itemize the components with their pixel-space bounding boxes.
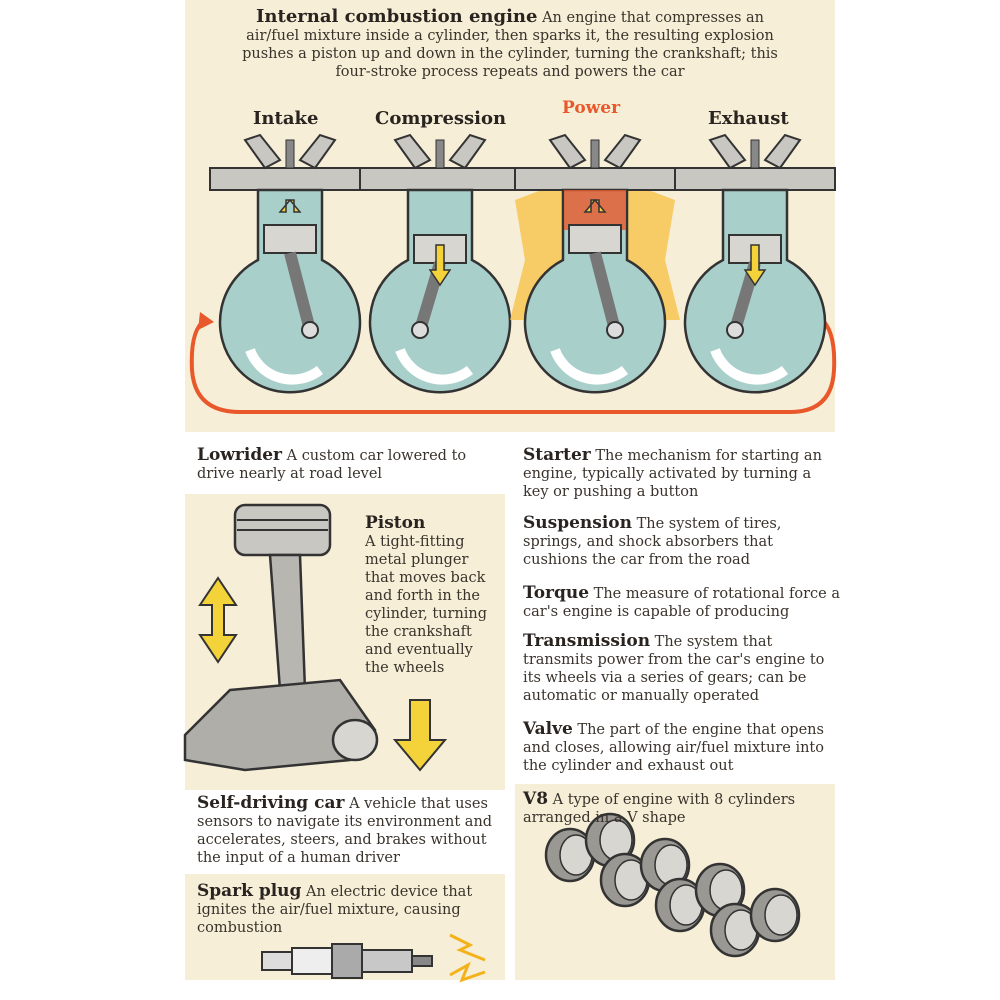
term: Self-driving car <box>197 793 345 813</box>
term: Valve <box>523 719 573 739</box>
glossary-starter: Starter The mechanism for starting an en… <box>523 446 823 501</box>
v8-piston-icon <box>749 887 801 943</box>
definition: The mechanism for starting an engine, ty… <box>523 448 822 500</box>
term: Torque <box>523 583 590 603</box>
term: Starter <box>523 445 591 465</box>
term: Lowrider <box>197 445 282 465</box>
cylinder-compression <box>359 133 521 394</box>
definition: The part of the engine that opens and cl… <box>523 722 824 774</box>
definition: A type of engine with 8 cylinders arrang… <box>523 792 796 826</box>
definition: A vehicle that uses sensors to navigate … <box>197 796 493 866</box>
glossary-suspension: Suspension The system of tires, springs,… <box>523 514 813 569</box>
glossary-torque: Torque The measure of rotational force a… <box>523 584 843 621</box>
glossary-v8: V8 A type of engine with 8 cylinders arr… <box>523 790 823 827</box>
glossary-transmission: Transmission The system that transmits p… <box>523 632 843 705</box>
piston-illustration <box>183 503 448 772</box>
definition: A tight-fitting metal plunger that moves… <box>365 534 488 676</box>
term: Spark plug <box>197 881 302 901</box>
term: V8 <box>523 789 549 809</box>
v8-piston-icon <box>544 827 596 883</box>
stage-intake: Intake <box>253 108 319 129</box>
v8-piston-icon <box>709 902 761 958</box>
definition: The system of tires, springs, and shock … <box>523 516 782 568</box>
v8-illustration <box>544 812 801 958</box>
glossary-self-driving-car: Self-driving car A vehicle that uses sen… <box>197 794 507 867</box>
spark-plug-illustration <box>261 933 486 983</box>
stage-power: Power <box>562 98 621 118</box>
definition: The measure of rotational force a car's … <box>523 586 840 620</box>
cylinder-intake <box>209 133 371 394</box>
term: Suspension <box>523 513 632 533</box>
term: Piston <box>365 513 426 533</box>
glossary-valve: Valve The part of the engine that opens … <box>523 720 843 775</box>
cylinder-power <box>510 133 680 394</box>
stage-exhaust: Exhaust <box>708 108 789 129</box>
intro-block: Internal combustion engine An engine tha… <box>230 8 790 81</box>
cycle-arrowhead-icon <box>198 312 214 330</box>
cylinder-exhaust <box>674 133 836 394</box>
intro-definition: An engine that compresses an air/fuel mi… <box>242 10 778 80</box>
definition: A custom car lowered to drive nearly at … <box>197 448 467 482</box>
definition: The system that transmits power from the… <box>523 634 825 704</box>
intro-term: Internal combustion engine <box>256 6 538 27</box>
glossary-spark-plug: Spark plug An electric device that ignit… <box>197 882 487 937</box>
stage-compression: Compression <box>375 108 507 129</box>
glossary-lowrider: Lowrider A custom car lowered to drive n… <box>197 446 497 483</box>
cycle-arrow-icon <box>189 316 837 414</box>
definition: An electric device that ignites the air/… <box>197 884 473 936</box>
term: Transmission <box>523 631 651 651</box>
